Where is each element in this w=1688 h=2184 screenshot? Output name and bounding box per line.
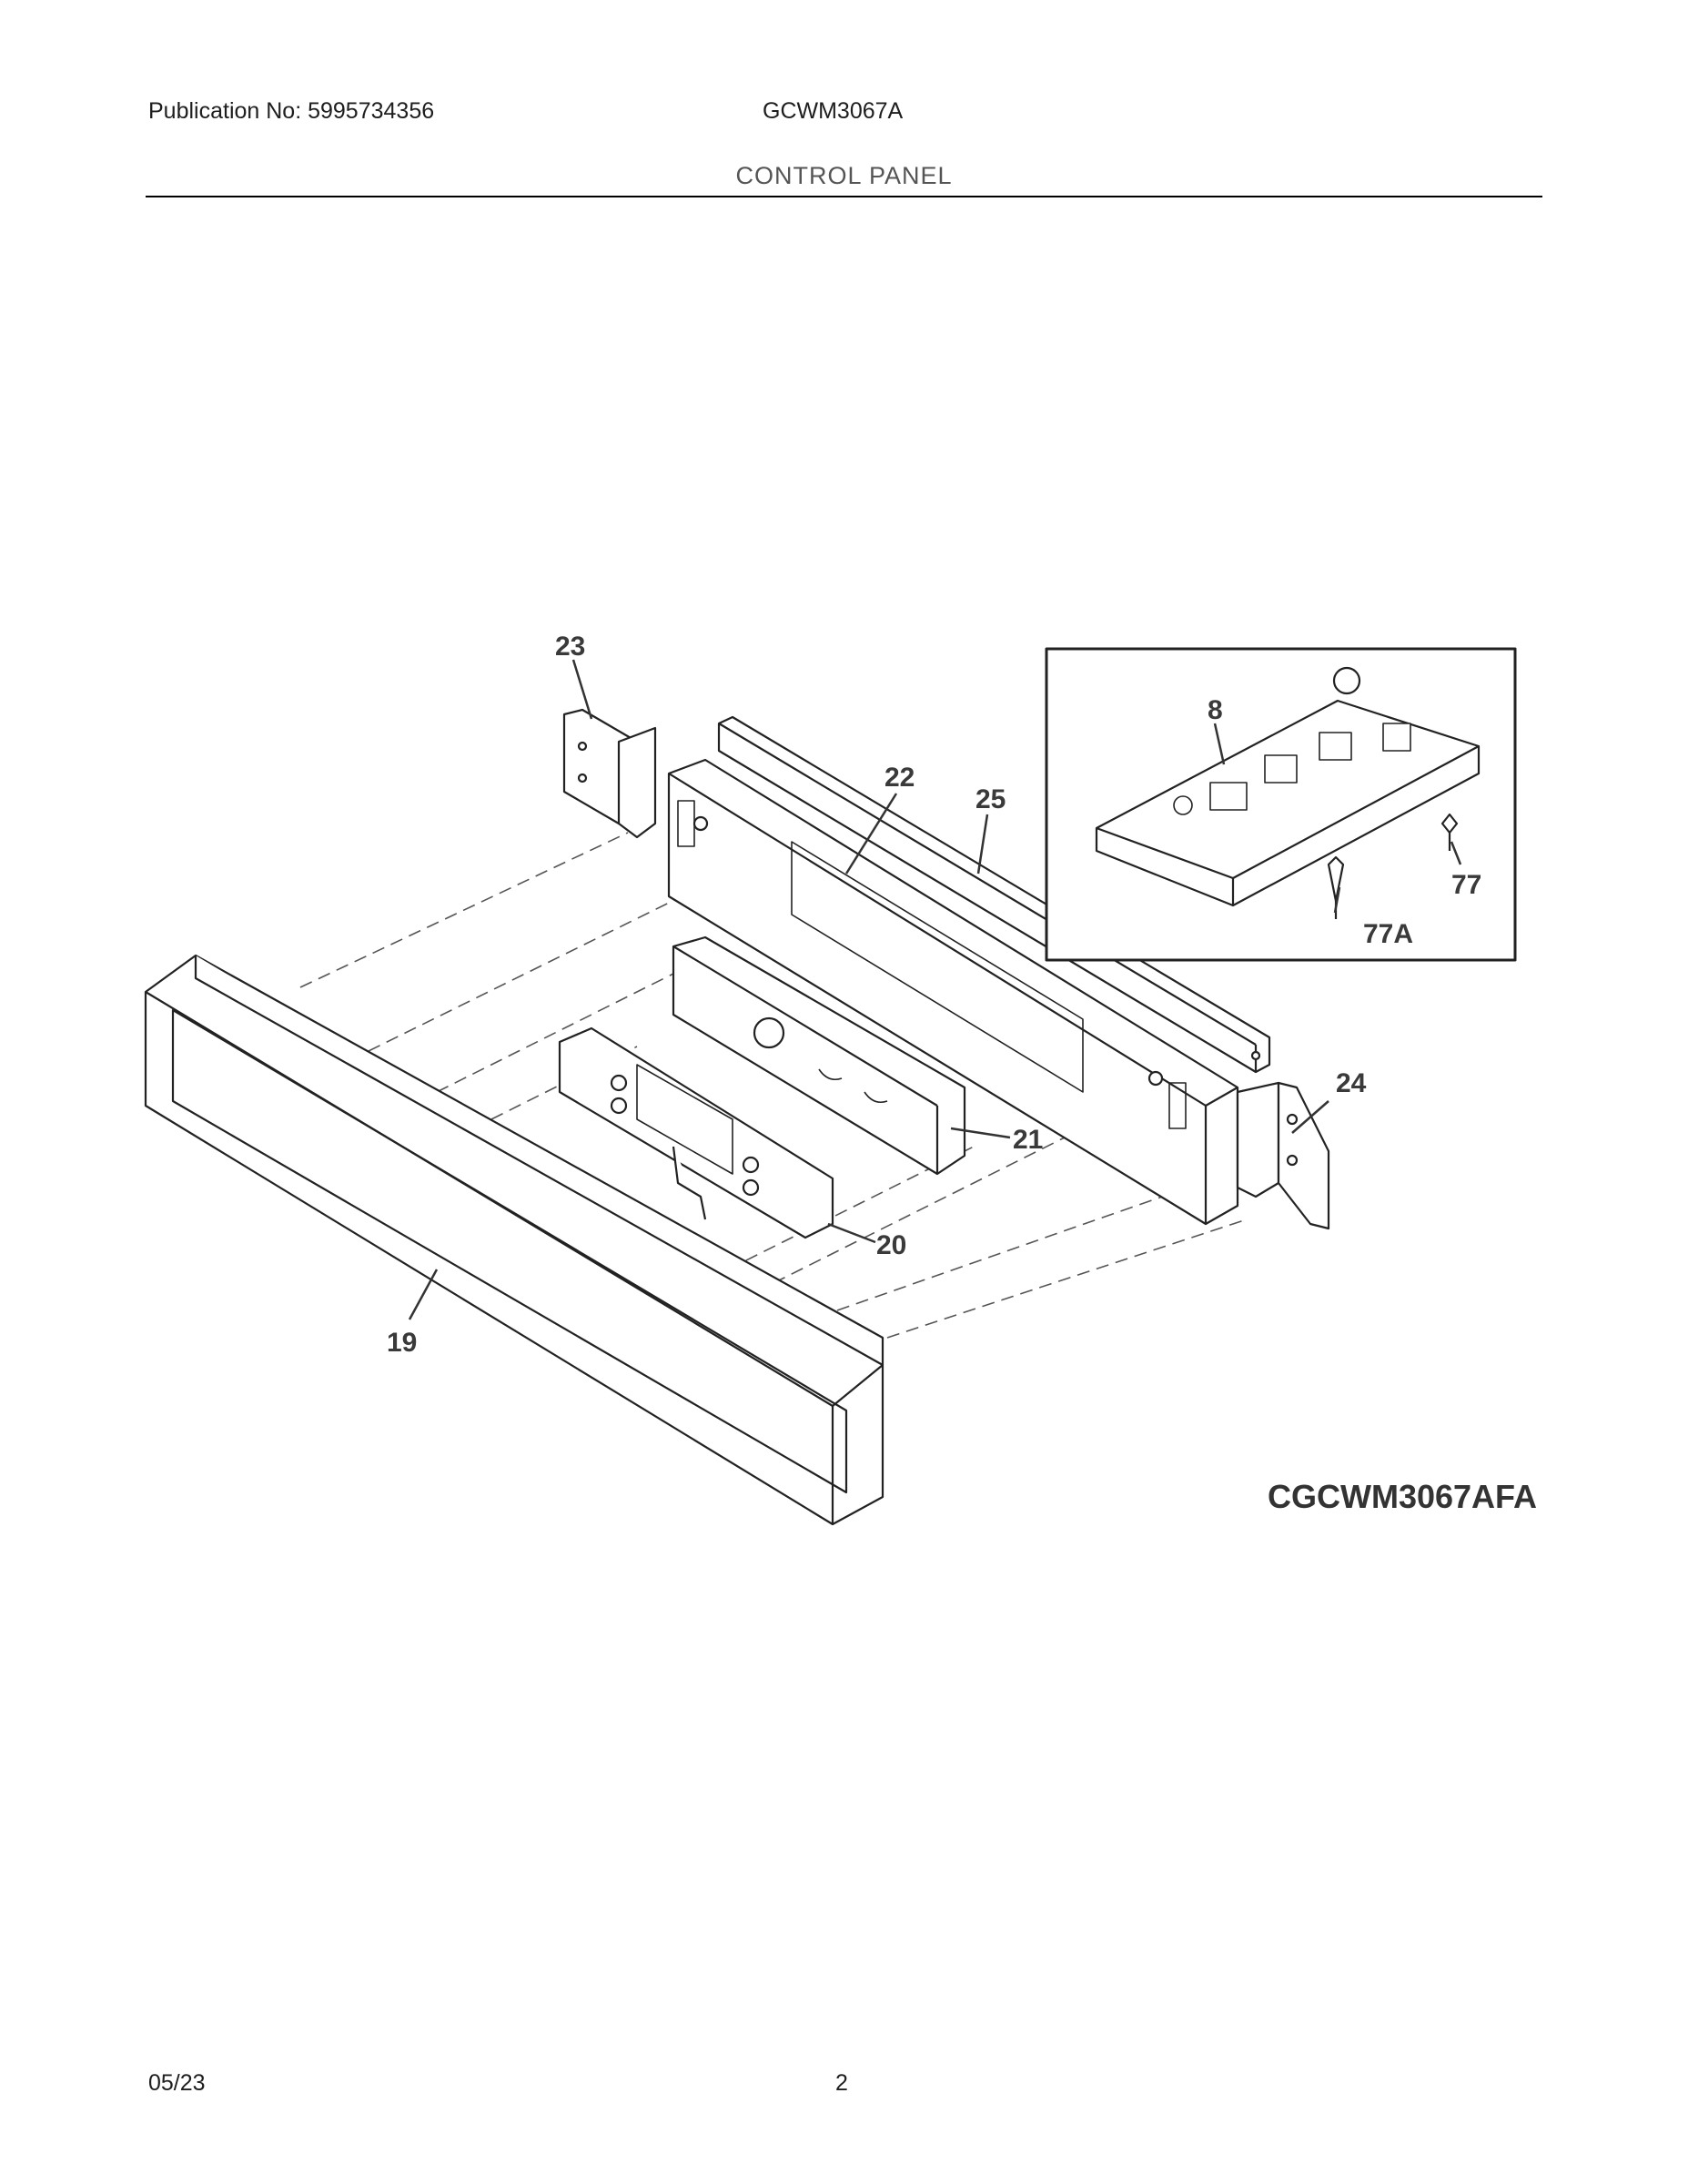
part-24-right-bracket (1236, 1081, 1330, 1230)
callout-19: 19 (387, 1328, 417, 1358)
page-number: 2 (835, 2070, 848, 2096)
part-8-control-board (1095, 666, 1481, 907)
callout-25: 25 (975, 784, 1006, 814)
part-20-ui-board (558, 1026, 834, 1239)
part-21-housing (672, 935, 966, 1176)
callout-21: 21 (1013, 1125, 1043, 1155)
section-title: CONTROL PANEL (735, 162, 953, 189)
part-23-left-bracket (562, 708, 657, 839)
callout-24: 24 (1336, 1068, 1367, 1098)
drawing-code: CGCWM3067AFA (1268, 1478, 1537, 1515)
leader-lines (408, 659, 1462, 1320)
callout-77: 77 (1451, 870, 1481, 900)
publication-number: Publication No: 5995734356 (148, 98, 435, 124)
callout-22: 22 (884, 763, 915, 793)
header-rule (146, 196, 1542, 197)
model-number: GCWM3067A (763, 98, 904, 124)
callout-23: 23 (555, 632, 585, 662)
callout-77a: 77A (1363, 919, 1413, 949)
part-19-front-trim (144, 954, 884, 1526)
callout-8: 8 (1208, 695, 1223, 725)
part-22-control-panel-frame (667, 758, 1239, 1226)
publication-date: 05/23 (148, 2070, 206, 2096)
part-25-trim-strip (717, 715, 1271, 1074)
part-77-standoff (1440, 813, 1459, 851)
callout-20: 20 (876, 1230, 906, 1260)
